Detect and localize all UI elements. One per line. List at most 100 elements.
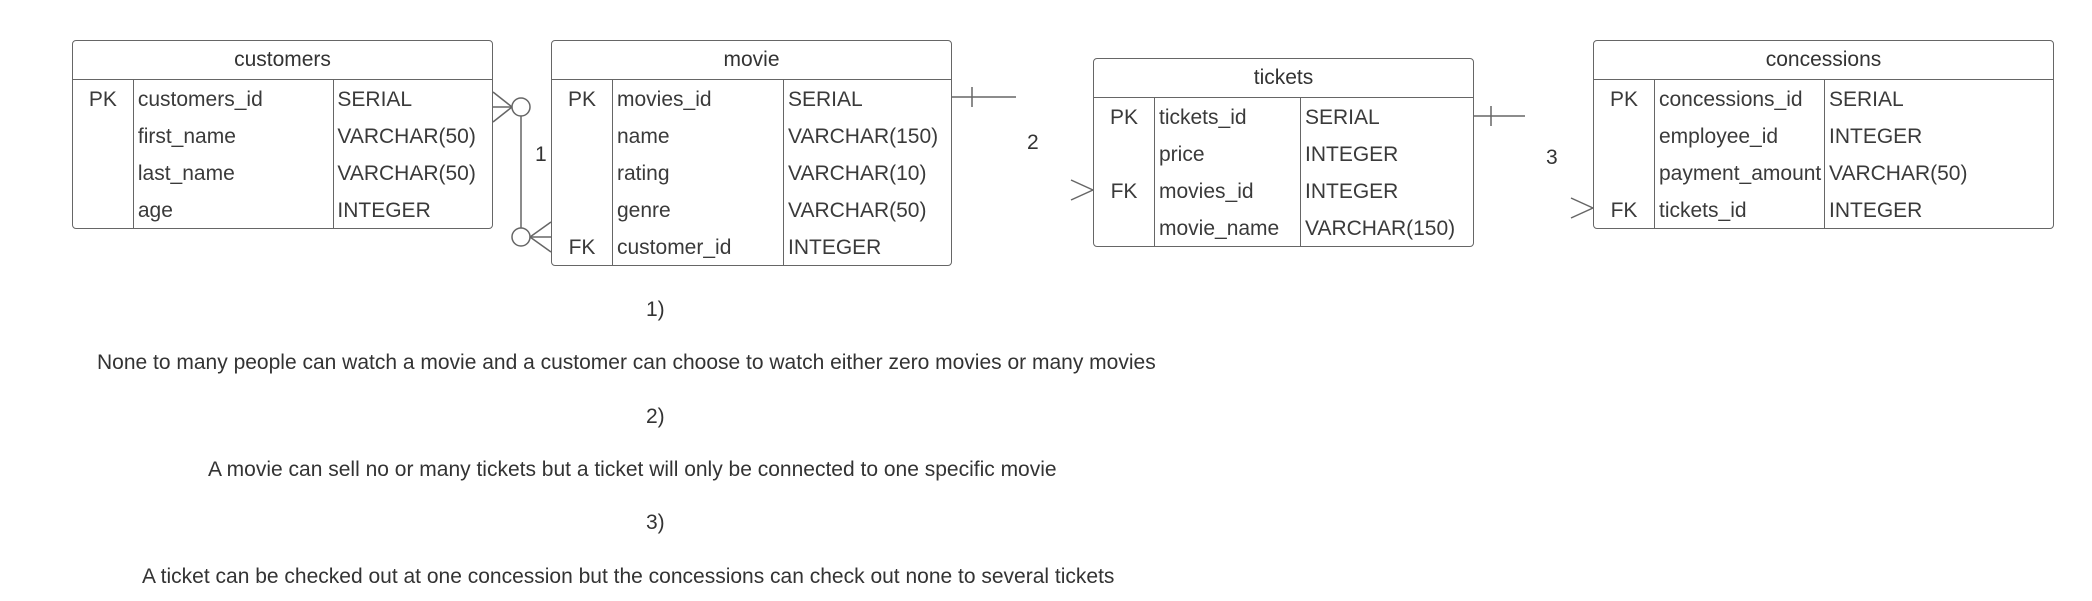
field-type: INTEGER xyxy=(1829,199,1923,222)
note-text-1: None to many people can watch a movie an… xyxy=(97,351,1156,374)
entity-body: PK movies_id SERIAL name VARCHAR(150) ra… xyxy=(552,80,951,266)
entity-tickets[interactable]: tickets PK tickets_id SERIAL price INTEG… xyxy=(1093,58,1474,247)
field-type: INTEGER xyxy=(1305,143,1399,166)
entity-body: PK customers_id SERIAL first_name VARCHA… xyxy=(73,80,492,229)
field-type: INTEGER xyxy=(1829,125,1923,148)
field-type: INTEGER xyxy=(788,236,882,259)
key-cell: PK xyxy=(88,88,117,111)
entity-body: PK concessions_id SERIAL employee_id INT… xyxy=(1594,80,2053,229)
entity-row: PK tickets_id SERIAL xyxy=(1094,99,1473,136)
field-name: rating xyxy=(617,162,670,185)
field-name: movies_id xyxy=(617,88,712,111)
entity-customers[interactable]: customers PK customers_id SERIAL first_n… xyxy=(72,40,493,229)
field-name: concessions_id xyxy=(1659,88,1803,111)
entity-row: FK movies_id INTEGER xyxy=(1094,173,1473,210)
column-divider xyxy=(1154,98,1155,247)
key-cell xyxy=(73,192,133,229)
column-divider xyxy=(333,80,334,229)
entity-row: payment_amount VARCHAR(50) xyxy=(1594,155,2053,192)
field-name: tickets_id xyxy=(1159,106,1247,129)
entity-row: movie_name VARCHAR(150) xyxy=(1094,210,1473,247)
key-cell: PK xyxy=(1109,106,1138,129)
column-divider xyxy=(612,80,613,266)
entity-row: employee_id INTEGER xyxy=(1594,118,2053,155)
key-cell xyxy=(1094,210,1154,247)
note-text-3: A ticket can be checked out at one conce… xyxy=(142,565,1115,588)
field-name: first_name xyxy=(137,125,236,148)
field-type: VARCHAR(150) xyxy=(788,125,939,148)
field-name: payment_amount xyxy=(1659,162,1822,185)
key-cell: FK xyxy=(1110,180,1138,203)
field-type: SERIAL xyxy=(337,88,413,111)
key-cell: PK xyxy=(567,88,596,111)
entity-row: name VARCHAR(150) xyxy=(552,118,951,155)
field-type: SERIAL xyxy=(788,88,863,111)
entity-row: age INTEGER xyxy=(73,192,492,229)
note-number-2: 2) xyxy=(646,405,665,428)
entity-row: first_name VARCHAR(50) xyxy=(73,118,492,155)
relationship-label-3: 3 xyxy=(1546,146,1558,169)
field-name: price xyxy=(1159,143,1205,166)
relationship-line-2 xyxy=(952,87,1094,201)
relationship-label-1: 1 xyxy=(535,143,547,166)
field-name: age xyxy=(137,199,173,222)
key-cell xyxy=(1594,155,1654,192)
field-name: last_name xyxy=(137,162,235,185)
entity-row: FK tickets_id INTEGER xyxy=(1594,192,2053,229)
column-divider xyxy=(783,80,784,266)
note-text-2: A movie can sell no or many tickets but … xyxy=(208,458,1057,481)
key-cell xyxy=(73,155,133,192)
field-type: SERIAL xyxy=(1305,106,1380,129)
field-type: INTEGER xyxy=(337,199,431,222)
relationship-line-3 xyxy=(1474,106,1594,219)
key-cell: FK xyxy=(1610,199,1638,222)
field-name: genre xyxy=(617,199,671,222)
note-number-3: 3) xyxy=(646,511,665,534)
entity-movie[interactable]: movie PK movies_id SERIAL name VARCHAR(1… xyxy=(551,40,952,266)
field-type: VARCHAR(50) xyxy=(337,125,476,148)
field-type: VARCHAR(50) xyxy=(1829,162,1968,185)
key-cell xyxy=(552,155,612,192)
note-number-1: 1) xyxy=(646,298,665,321)
relationship-line-1 xyxy=(492,91,552,253)
entity-row: last_name VARCHAR(50) xyxy=(73,155,492,192)
column-divider xyxy=(133,80,134,229)
field-name: name xyxy=(617,125,670,148)
field-type: VARCHAR(10) xyxy=(788,162,927,185)
entity-row: rating VARCHAR(10) xyxy=(552,155,951,192)
key-cell: PK xyxy=(1609,88,1638,111)
field-name: tickets_id xyxy=(1659,199,1747,222)
field-name: employee_id xyxy=(1659,125,1779,148)
entity-title: tickets xyxy=(1094,59,1473,98)
relationship-label-2: 2 xyxy=(1027,131,1039,154)
entity-body: PK tickets_id SERIAL price INTEGER FK mo… xyxy=(1094,98,1473,247)
entity-row: FK customer_id INTEGER xyxy=(552,229,951,266)
entity-row: PK movies_id SERIAL xyxy=(552,81,951,118)
key-cell xyxy=(73,118,133,155)
field-name: movie_name xyxy=(1159,217,1280,240)
field-name: movies_id xyxy=(1159,180,1254,203)
column-divider xyxy=(1654,80,1655,229)
column-divider xyxy=(1824,80,1825,229)
field-name: customers_id xyxy=(137,88,263,111)
entity-concessions[interactable]: concessions PK concessions_id SERIAL emp… xyxy=(1593,40,2054,229)
entity-title: concessions xyxy=(1594,41,2053,80)
key-cell xyxy=(552,192,612,229)
entity-row: genre VARCHAR(50) xyxy=(552,192,951,229)
field-type: INTEGER xyxy=(1305,180,1399,203)
column-divider xyxy=(1300,98,1301,247)
entity-title: movie xyxy=(552,41,951,80)
key-cell xyxy=(552,118,612,155)
field-name: customer_id xyxy=(617,236,732,259)
field-type: SERIAL xyxy=(1829,88,1904,111)
entity-title: customers xyxy=(73,41,492,80)
field-type: VARCHAR(50) xyxy=(788,199,927,222)
key-cell: FK xyxy=(568,236,596,259)
entity-row: PK concessions_id SERIAL xyxy=(1594,81,2053,118)
field-type: VARCHAR(50) xyxy=(337,162,476,185)
entity-row: PK customers_id SERIAL xyxy=(73,81,492,118)
entity-row: price INTEGER xyxy=(1094,136,1473,173)
key-cell xyxy=(1094,136,1154,173)
field-type: VARCHAR(150) xyxy=(1305,217,1456,240)
key-cell xyxy=(1594,118,1654,155)
